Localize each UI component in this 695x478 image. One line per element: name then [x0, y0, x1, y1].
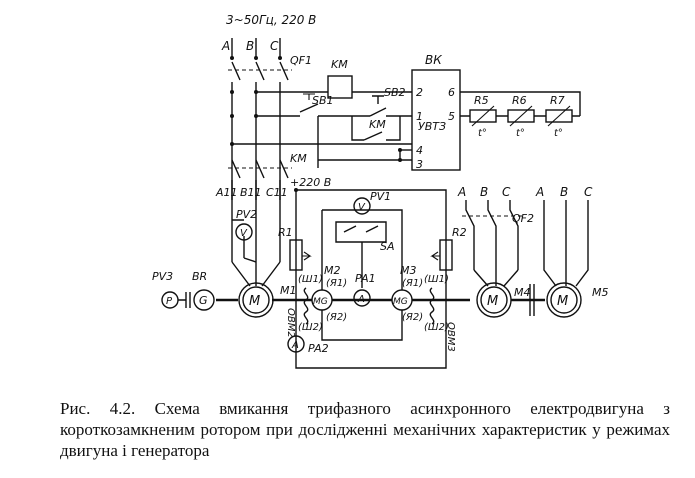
- m3-label: M3: [400, 264, 417, 277]
- pa2-symbol: A: [291, 340, 299, 351]
- qf1-label: QF1: [290, 54, 312, 67]
- pv3-label: PV3: [152, 270, 173, 283]
- bk-block: ВК УВТЗ 2 6 1 5 4 3: [411, 53, 581, 171]
- sh2-m3: (Ш2): [424, 322, 449, 333]
- m5-phase-b: B: [560, 185, 568, 199]
- supply-label: 3~50Гц, 220 В: [226, 13, 316, 27]
- m5-phase-a: A: [535, 185, 544, 199]
- pa1-label: PA1: [355, 272, 376, 285]
- r6-temp: t°: [516, 128, 525, 139]
- m5-phase-c: C: [584, 185, 593, 199]
- km-main-label: KM: [290, 152, 307, 165]
- pv1-symbol: V: [358, 202, 366, 213]
- m2-ya1: (Я1): [326, 278, 347, 289]
- a11-label: A11: [215, 186, 238, 199]
- control-circuit: KM SB1 SB2 KM: [232, 58, 412, 168]
- m2-ya2: (Я2): [326, 312, 347, 323]
- ovm3-label: ОВМ3: [445, 322, 456, 352]
- km-coil-label: KM: [331, 58, 348, 71]
- b11-label: B11: [240, 186, 262, 199]
- r7-temp: t°: [554, 128, 563, 139]
- r1-label: R1: [278, 226, 293, 239]
- sb1-label: SB1: [312, 94, 334, 107]
- m1-label: M1: [280, 284, 297, 297]
- m4-label: M4: [514, 286, 531, 299]
- pv3-symbol: P: [166, 296, 173, 307]
- r5-temp: t°: [478, 128, 487, 139]
- r7-label: R7: [550, 94, 565, 107]
- figure-caption: Рис. 4.2. Схема вмикання трифазного асин…: [60, 399, 670, 460]
- sh2-m2: (Ш2): [298, 322, 323, 333]
- m3-ya2: (Я2): [402, 312, 423, 323]
- supply-section: 3~50Гц, 220 В A B C QF1: [221, 13, 316, 200]
- sa-label: SA: [380, 240, 395, 253]
- c11-label: C11: [266, 186, 288, 199]
- uvtz-label: УВТЗ: [418, 120, 446, 133]
- pv2-symbol: V: [240, 228, 248, 239]
- right-supply: A B C QF2 M M4 A B C M M5: [457, 185, 609, 318]
- dc-supply-label: +220 В: [290, 176, 331, 189]
- m5-symbol: M: [557, 294, 568, 309]
- pa2-label: PA2: [308, 342, 329, 355]
- br-symbol: G: [199, 294, 208, 307]
- m4-phase-c: C: [502, 185, 511, 199]
- sh1-m2: (Ш1): [298, 274, 323, 285]
- r6-label: R6: [512, 94, 527, 107]
- pa1-symbol: A: [357, 294, 365, 305]
- km-main-contacts: KM A11 B11 C11 V PV2: [215, 142, 307, 287]
- terminal-6: 6: [448, 86, 455, 99]
- phase-a-label: A: [221, 39, 230, 53]
- br-label: BR: [192, 270, 207, 283]
- r2-label: R2: [452, 226, 467, 239]
- dc-circuit: +220 В R1 R2 (Ш1) (Ш2) ОВМ2 (Ш1) (Ш2) ОВ…: [278, 176, 467, 369]
- bk-label: ВК: [425, 53, 442, 67]
- km-contact-label: KM: [369, 118, 386, 131]
- pv2-label: PV2: [236, 208, 257, 221]
- pv1-label: PV1: [370, 190, 391, 203]
- sh1-m3: (Ш1): [424, 274, 449, 285]
- m4-phase-a: A: [457, 185, 466, 199]
- phase-c-label: C: [270, 39, 279, 53]
- ovm2-label: ОВМ2: [285, 308, 296, 338]
- sb2-label: SB2: [384, 86, 406, 99]
- terminal-2: 2: [416, 86, 423, 99]
- terminal-4: 4: [416, 144, 423, 157]
- m4-symbol: M: [487, 294, 498, 309]
- shaft-and-machines: P PV3 G BR M M1 MG M2 (Я1) (Я2) MG M3 (Я…: [152, 264, 470, 323]
- thermistors: R5 R6 R7 t° t° t°: [469, 94, 580, 139]
- phase-b-label: B: [246, 39, 254, 53]
- qf2-label: QF2: [512, 212, 534, 225]
- terminal-3: 3: [416, 158, 423, 171]
- m3-symbol: MG: [393, 297, 408, 307]
- m4-phase-b: B: [480, 185, 488, 199]
- m5-label: M5: [592, 286, 609, 299]
- terminal-5: 5: [448, 110, 455, 123]
- m2-symbol: MG: [313, 297, 328, 307]
- m2-label: M2: [324, 264, 341, 277]
- terminal-1: 1: [416, 110, 423, 123]
- m1-symbol: M: [249, 294, 260, 309]
- r5-label: R5: [474, 94, 489, 107]
- m3-ya1: (Я1): [402, 278, 423, 289]
